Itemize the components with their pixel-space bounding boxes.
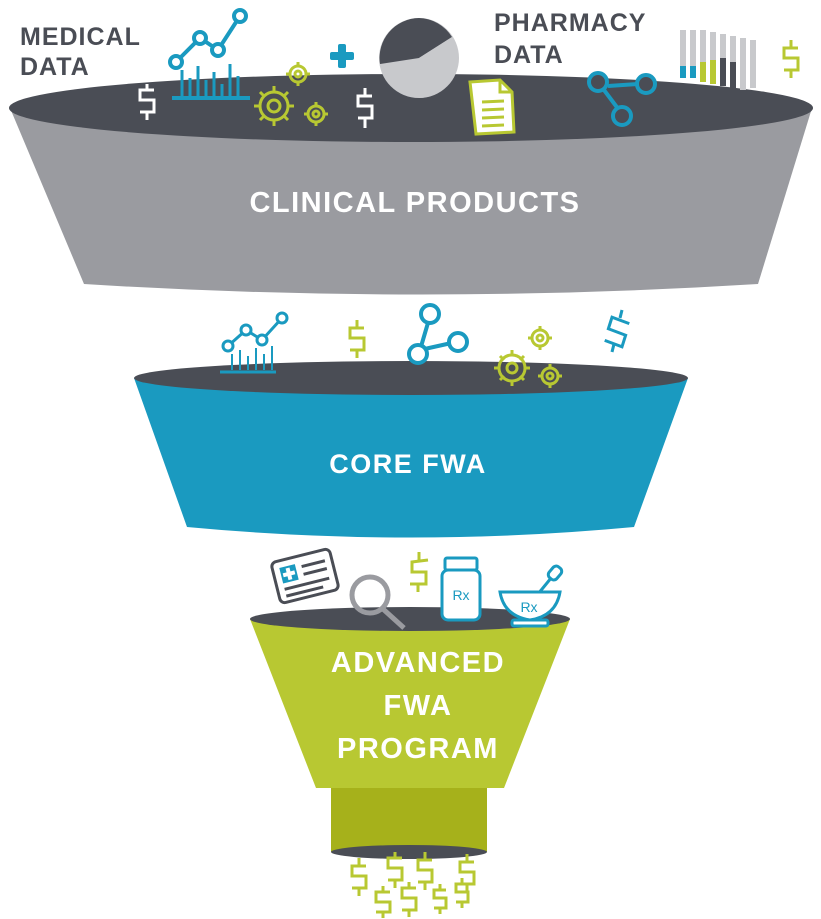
middle-funnel-rim: [134, 361, 688, 395]
top-funnel-body: [10, 108, 812, 295]
middle-funnel-body: [134, 378, 688, 538]
pharmacy-data-line-1: PHARMACY: [494, 9, 647, 37]
rx-label: Rx: [520, 599, 537, 615]
dollar-icon: [782, 40, 800, 78]
medical-data-label: MEDICAL DATA: [20, 22, 141, 82]
dollar-icon: [350, 858, 368, 896]
mortar-pestle-icon: Rx: [498, 564, 564, 628]
network-icon: [587, 71, 657, 127]
pharmacy-data-line-2: DATA: [494, 41, 564, 69]
bottom-funnel-outlet: [331, 845, 487, 859]
magnifier-icon: [349, 574, 406, 630]
bottom-funnel-label-line-2: FWA: [384, 690, 453, 722]
network-icon: [407, 303, 469, 365]
pie-chart-icon: [379, 18, 459, 98]
dollar-icon: [138, 84, 156, 120]
dollar-icon: [356, 88, 374, 128]
chart-icon: [168, 8, 250, 100]
id-card-icon: [270, 547, 340, 605]
falling-dollars: [350, 852, 476, 918]
medical-data-line-2: DATA: [20, 53, 90, 81]
gear-icon: [254, 62, 328, 126]
top-funnel: CLINICAL PRODUCTS: [9, 74, 813, 295]
bottom-funnel: ADVANCED FWA PROGRAM: [250, 607, 570, 859]
dollar-icon: [454, 878, 470, 908]
dollar-icon: [604, 309, 630, 353]
pharmacy-data-label: PHARMACY DATA: [494, 8, 646, 70]
dollar-icon: [374, 886, 392, 918]
top-funnel-label: CLINICAL PRODUCTS: [249, 187, 580, 219]
gear-icon: [494, 326, 562, 388]
plus-icon: [330, 44, 354, 68]
bottom-funnel-label-line-3: PROGRAM: [337, 733, 499, 765]
dollar-icon: [386, 852, 404, 888]
dollar-icon: [400, 882, 418, 917]
barcode-icon: [680, 30, 756, 90]
dollar-icon: [410, 552, 429, 592]
chart-icon: [220, 311, 289, 374]
dollar-icon: [458, 854, 476, 892]
dollar-icon: [416, 852, 434, 890]
top-funnel-rim: [9, 74, 813, 142]
dollar-icon: [348, 320, 366, 358]
dollar-icon: [432, 884, 448, 914]
medical-data-line-1: MEDICAL: [20, 23, 141, 51]
rx-label: Rx: [452, 587, 469, 603]
bottom-funnel-label-line-1: ADVANCED: [331, 647, 505, 679]
bottom-funnel-spout: [331, 788, 487, 852]
bottom-funnel-body: [250, 619, 570, 788]
pill-bottle-icon: Rx: [440, 556, 482, 622]
bottom-funnel-rim: [250, 607, 570, 631]
middle-funnel: CORE FWA: [134, 361, 688, 538]
document-icon: [468, 78, 516, 136]
middle-funnel-label: CORE FWA: [329, 449, 487, 479]
